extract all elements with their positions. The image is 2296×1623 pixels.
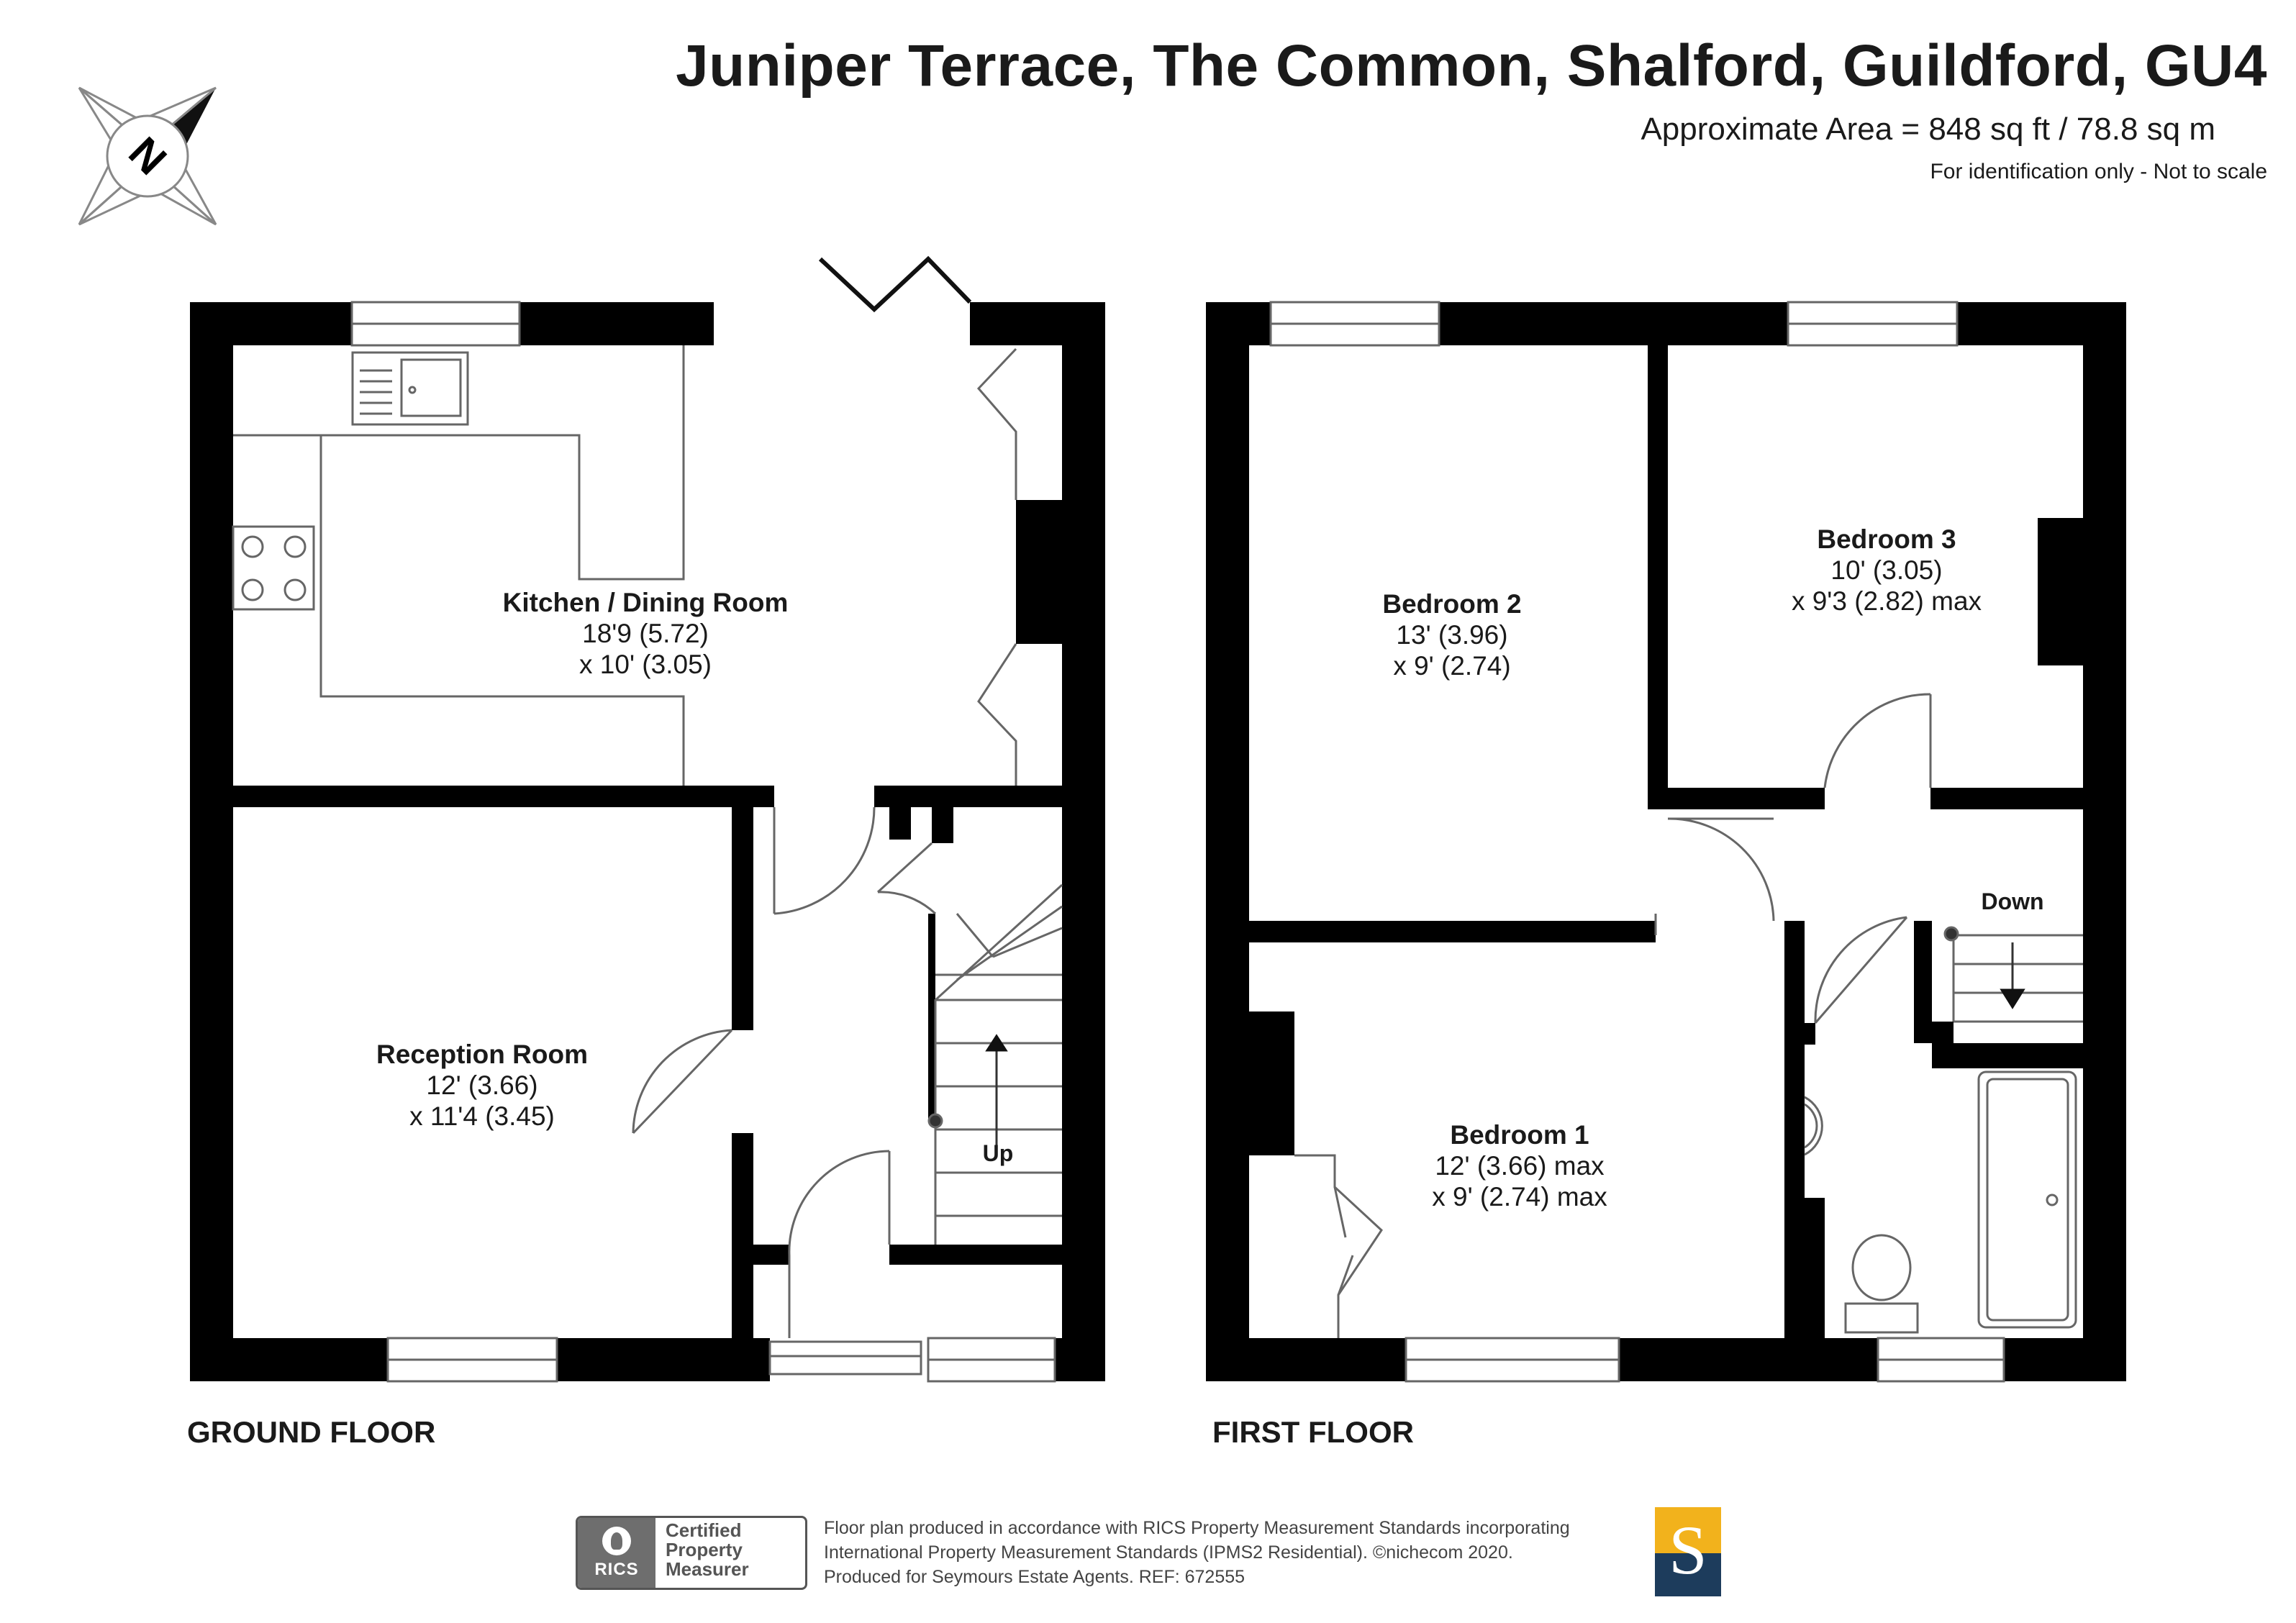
- first-floor-doors: [1654, 693, 1932, 1024]
- room-reception: Reception Room 12' (3.66) x 11'4 (3.45): [376, 1040, 588, 1131]
- page-title: Juniper Terrace, The Common, Shalford, G…: [676, 33, 2267, 99]
- svg-text:12' (3.66) max: 12' (3.66) max: [1435, 1151, 1605, 1181]
- first-floor-fittings: [1269, 301, 2083, 1383]
- disclaimer: For identification only - Not to scale: [1930, 160, 2267, 183]
- rics-logo: RICS: [578, 1518, 655, 1588]
- room-bedroom-1: Bedroom 1 12' (3.66) max x 9' (2.74) max: [1432, 1120, 1607, 1211]
- room-kitchen-dining: Kitchen / Dining Room 18'9 (5.72) x 10' …: [503, 588, 789, 679]
- approximate-area: Approximate Area = 848 sq ft / 78.8 sq m: [1641, 112, 2215, 147]
- svg-text:x 10' (3.05): x 10' (3.05): [579, 650, 712, 679]
- svg-text:Bedroom 1: Bedroom 1: [1450, 1120, 1589, 1150]
- seymours-logo-letter: S: [1669, 1511, 1707, 1588]
- svg-text:Bedroom 3: Bedroom 3: [1817, 524, 1956, 554]
- svg-text:12' (3.66): 12' (3.66): [426, 1070, 537, 1100]
- svg-text:Bedroom 2: Bedroom 2: [1382, 589, 1521, 619]
- footer-line-2: International Property Measurement Stand…: [824, 1542, 1513, 1563]
- svg-text:x 11'4 (3.45): x 11'4 (3.45): [409, 1101, 555, 1131]
- svg-text:Reception Room: Reception Room: [376, 1040, 588, 1069]
- rics-certified-text: Certified Property Measurer: [655, 1518, 749, 1588]
- seymours-logo: S: [1655, 1507, 1721, 1596]
- room-bedroom-3: Bedroom 3 10' (3.05) x 9'3 (2.82) max: [1792, 524, 1982, 616]
- first-floor-label: FIRST FLOOR: [1212, 1415, 1414, 1449]
- stairs-down-label: Down: [1981, 888, 2043, 914]
- rics-word: RICS: [594, 1559, 639, 1579]
- first-floor-walls: [1206, 302, 2126, 1381]
- cert-line-1: Certified: [666, 1519, 742, 1541]
- stairs-up-label: Up: [983, 1140, 1014, 1166]
- footer: RICS Certified Property Measurer Floor p…: [576, 1507, 1727, 1608]
- rics-emblem-icon: [602, 1526, 631, 1555]
- footer-credits: Floor plan produced in accordance with R…: [824, 1516, 1570, 1589]
- footer-line-1: Floor plan produced in accordance with R…: [824, 1518, 1570, 1538]
- cert-line-2: Property: [666, 1539, 743, 1560]
- svg-text:x 9' (2.74) max: x 9' (2.74) max: [1432, 1182, 1607, 1211]
- svg-text:10' (3.05): 10' (3.05): [1830, 555, 1942, 585]
- svg-text:18'9 (5.72): 18'9 (5.72): [582, 619, 709, 648]
- cert-line-3: Measurer: [666, 1558, 749, 1580]
- compass-icon: N: [78, 86, 217, 226]
- ground-floor-doors: [632, 255, 1017, 1338]
- svg-text:x 9' (2.74): x 9' (2.74): [1393, 651, 1510, 681]
- svg-text:Kitchen / Dining Room: Kitchen / Dining Room: [503, 588, 789, 617]
- ground-floor-walls: [190, 302, 1105, 1381]
- footer-line-3: Produced for Seymours Estate Agents. REF…: [824, 1567, 1245, 1587]
- ground-floor-label: GROUND FLOOR: [187, 1415, 435, 1449]
- svg-text:13' (3.96): 13' (3.96): [1396, 620, 1507, 650]
- rics-badge: RICS Certified Property Measurer: [576, 1516, 807, 1590]
- svg-text:x 9'3 (2.82) max: x 9'3 (2.82) max: [1792, 586, 1982, 616]
- room-bedroom-2: Bedroom 2 13' (3.96) x 9' (2.74): [1382, 589, 1521, 681]
- ground-floor-fittings: [232, 301, 1063, 1383]
